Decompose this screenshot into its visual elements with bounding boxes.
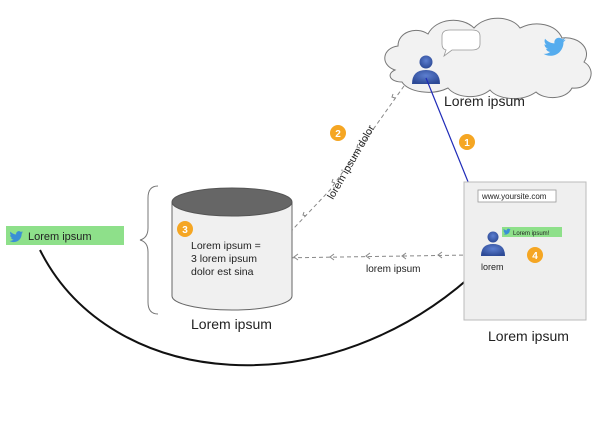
cloud-label: Lorem ipsum (444, 93, 525, 109)
twitter-bird-icon (543, 37, 566, 56)
database-cylinder (171, 202, 293, 311)
database-text-line-2: 3 lorem ipsum (191, 253, 257, 265)
website-widget (502, 227, 562, 237)
curly-brace (139, 185, 159, 315)
user-icon (481, 231, 505, 256)
website-frame (463, 181, 587, 321)
speech-bubble-icon (441, 29, 481, 58)
tweet-to-site-curve-arrow (39, 249, 484, 367)
svg-text:4: 4 (532, 251, 538, 262)
svg-text:3: 3 (182, 225, 188, 236)
website-label: Lorem ipsum (488, 328, 569, 344)
website-panel: www.yoursite.com Lorem ipsum! lorem Lore… (463, 181, 587, 344)
svg-text:1: 1 (464, 138, 470, 149)
step-badge-4: 4 (527, 247, 543, 263)
website-user-label: lorem (481, 262, 504, 272)
site-to-database-label: lorem ipsum (366, 264, 420, 275)
tweet-box-bg (6, 226, 124, 245)
database-label: Lorem ipsum (191, 316, 272, 332)
website-url: www.yoursite.com (481, 192, 547, 201)
database-group: Lorem ipsum = 3 lorem ipsum dolor est si… (171, 187, 293, 332)
database-top (171, 187, 293, 217)
svg-text:2: 2 (335, 129, 341, 140)
twitter-bird-icon (9, 231, 24, 243)
database-text-line-1: Lorem ipsum = (191, 240, 261, 252)
tweet-box: Lorem ipsum (6, 226, 124, 245)
cloud-to-database-arrow (276, 85, 405, 247)
cloud-shape (384, 17, 592, 99)
website-url-bar (477, 189, 557, 203)
cloud-group: Lorem ipsum (384, 17, 592, 109)
user-icon (412, 55, 440, 84)
twitter-bird-icon (503, 228, 511, 235)
step-badge-1: 1 (459, 134, 475, 150)
website-widget-label: Lorem ipsum! (513, 231, 550, 237)
database-text-line-3: dolor est sina (191, 266, 254, 278)
tweet-box-label: Lorem ipsum (28, 231, 92, 243)
step-badge-2: 2 (330, 125, 346, 141)
step-badge-3: 3 (177, 221, 193, 237)
